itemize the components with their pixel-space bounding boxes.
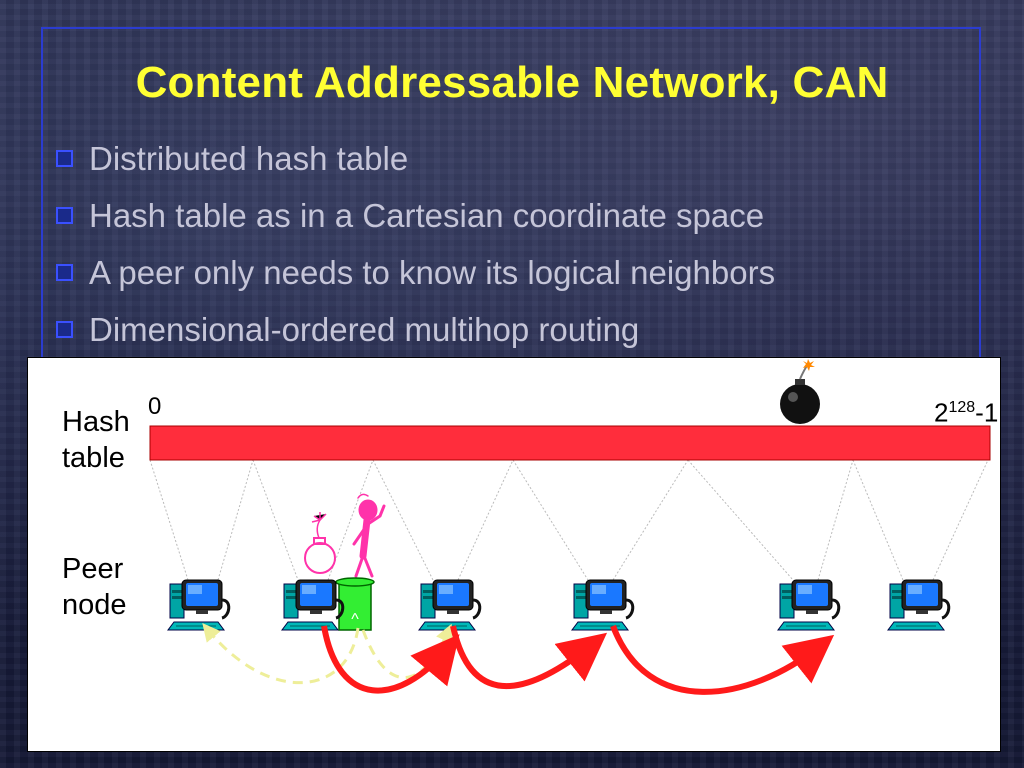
peer-computer-icon: [886, 578, 951, 632]
dashed-lookup-arrow: [361, 623, 453, 679]
peer-computer-icon: [417, 578, 482, 632]
slide-title: Content Addressable Network, CAN: [135, 58, 889, 107]
hash-label-line: Hash: [62, 406, 130, 438]
can-diagram: ^: [149, 359, 991, 695]
bullet-text: Hash table as in a Cartesian coordinate …: [89, 197, 765, 234]
can-diagram-panel: ^ 0 2128-1 Hash table Peer node: [27, 357, 1001, 752]
bullet-text: Distributed hash table: [89, 140, 409, 177]
route-arrow: [610, 624, 835, 695]
peer-computer-icon: [166, 578, 231, 632]
bomb-icon: [780, 359, 820, 424]
hash-table-label: Hash table: [62, 404, 130, 476]
bullet-square-icon: [56, 263, 73, 281]
range-end-suffix: -1: [975, 397, 999, 428]
peer-label-line: Peer: [62, 553, 124, 585]
bullet-item: A peer only needs to know its logical ne…: [56, 254, 775, 292]
bomb-outline-icon: [304, 512, 336, 574]
bullet-square-icon: [56, 320, 73, 338]
peer-computer-icon: [280, 578, 345, 632]
bullet-text: A peer only needs to know its logical ne…: [89, 254, 776, 291]
bullet-text: Dimensional-ordered multihop routing: [89, 311, 640, 348]
key-scroll-icon: ^: [335, 577, 375, 631]
bullet-item: Distributed hash table: [56, 140, 408, 178]
confused-person-icon: [352, 493, 386, 578]
hash-mapping-lines: [149, 459, 989, 581]
range-end-exponent: 128: [948, 399, 976, 416]
route-arrow: [321, 625, 460, 694]
route-arrow: [450, 625, 608, 689]
peer-computer-icon: [776, 578, 841, 632]
hash-range-end: 2128-1: [934, 390, 998, 431]
hash-range-start: 0: [148, 393, 162, 420]
range-end-base: 2: [934, 397, 949, 428]
peer-node-label: Peer node: [62, 551, 127, 623]
bullet-item: Dimensional-ordered multihop routing: [56, 311, 639, 349]
scroll-mark: ^: [351, 611, 359, 628]
bullet-square-icon: [56, 206, 73, 224]
bullet-square-icon: [56, 149, 73, 167]
dashed-lookup-arrow: [202, 623, 360, 685]
peer-computer-icon: [570, 578, 635, 632]
peer-label-line: node: [62, 589, 127, 621]
hash-label-line: table: [62, 442, 125, 474]
hash-table-bar: [149, 425, 991, 461]
bullet-item: Hash table as in a Cartesian coordinate …: [56, 197, 764, 235]
